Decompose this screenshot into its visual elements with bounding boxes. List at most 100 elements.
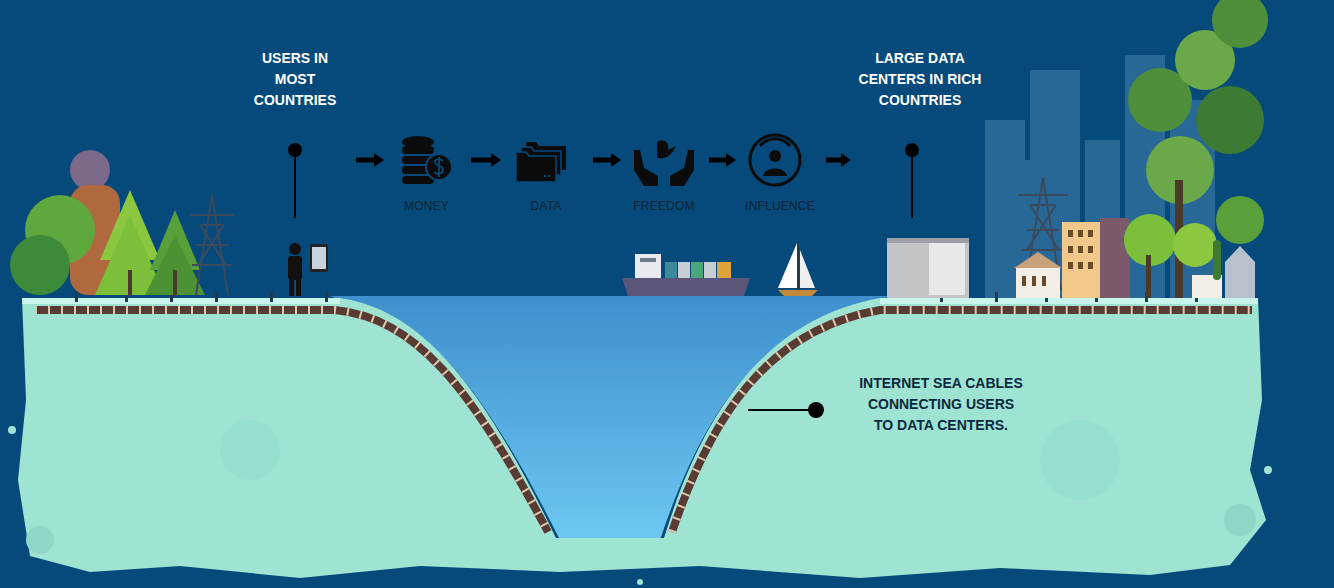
houses-part-part — [1022, 276, 1026, 286]
right-trees-part — [1212, 0, 1268, 48]
freedom-icon-part — [670, 150, 694, 186]
right-trees-part — [1196, 86, 1264, 154]
power-pylon-part — [190, 214, 234, 216]
houses-part — [1014, 252, 1062, 268]
flow-step: DATA — [505, 128, 587, 214]
houses-part-part — [1078, 230, 1083, 237]
freedom-icon-part — [657, 141, 676, 159]
left-trees-part — [173, 270, 177, 296]
right-trees-part — [1173, 223, 1217, 267]
freedom-icon-part — [634, 150, 658, 186]
container-ship-part — [640, 258, 656, 262]
user-figure-part — [310, 244, 328, 272]
money-icon-part — [434, 157, 443, 177]
user-pin-part — [294, 150, 296, 218]
step-label: MONEY — [404, 199, 449, 214]
data-center-building-part — [887, 238, 969, 298]
sea-cable-part — [35, 310, 548, 532]
container-ship-part — [635, 254, 661, 278]
houses-part-part — [1042, 276, 1046, 286]
region-callout: USERS IN MOST COUNTRIES — [240, 48, 350, 164]
container-ship-part — [665, 262, 677, 278]
container-ship-part — [704, 262, 716, 278]
ground-part — [220, 420, 280, 480]
flow-step: MONEY — [388, 128, 465, 214]
left-trees-part — [10, 235, 70, 295]
ground — [8, 298, 1272, 585]
houses-part-part — [1068, 262, 1073, 269]
influence-icon-part — [769, 150, 781, 162]
influence-icon-part — [763, 169, 787, 177]
ground-part — [18, 298, 1266, 578]
houses-part — [1062, 222, 1102, 298]
houses-part — [1100, 218, 1130, 298]
callout-text: USERS IN MOST COUNTRIES — [247, 48, 343, 111]
houses-part — [1022, 276, 1046, 286]
flow-arrow — [709, 153, 736, 167]
right-trees-part — [1146, 255, 1151, 298]
flow-arrow — [593, 153, 621, 167]
sailboat-part — [778, 290, 818, 296]
ground-posts-part — [995, 292, 998, 302]
sailboat-part — [797, 242, 799, 291]
flow-step: FREEDOM — [625, 128, 703, 214]
houses-part-part — [1088, 262, 1093, 269]
step-label: INFLUENCE — [745, 199, 815, 214]
influence-icon — [750, 135, 800, 185]
ground-part — [22, 298, 340, 304]
data-center-pin — [905, 143, 919, 218]
data-center-building-part — [929, 243, 965, 295]
ground-posts-part — [325, 292, 328, 302]
container-ship-part — [622, 278, 750, 296]
left-trees-part — [70, 150, 110, 190]
data-icon-part — [516, 152, 556, 182]
left-trees-part — [128, 270, 132, 296]
ground-posts-part — [215, 292, 218, 302]
city-skyline — [985, 55, 1215, 300]
sailboat — [778, 242, 818, 296]
sea-cable-part — [672, 310, 1252, 532]
right-trees-part — [1216, 196, 1264, 244]
right-trees-part — [1213, 240, 1221, 280]
ground-posts-part — [75, 292, 78, 302]
region-callout: LARGE DATA CENTERS IN RICH COUNTRIES — [855, 48, 985, 164]
user-pin-part — [288, 143, 302, 157]
user-figure-part — [312, 247, 326, 269]
flow-arrow — [356, 153, 384, 167]
container-ship-part — [717, 262, 731, 278]
right-trees — [1124, 0, 1268, 298]
callout-text: LARGE DATA CENTERS IN RICH COUNTRIES — [855, 48, 985, 111]
freedom-icon — [634, 141, 694, 186]
influence-icon-part — [760, 139, 790, 146]
power-pylon — [190, 195, 234, 295]
cable-callout-part — [808, 402, 824, 418]
step-label: DATA — [530, 199, 561, 214]
cable-callout-part — [748, 409, 810, 411]
houses-part-part — [1032, 276, 1036, 286]
flow-arrow — [471, 153, 501, 167]
data-center-pin-part — [905, 143, 919, 157]
user-figure-part — [289, 243, 301, 255]
sailboat-part — [778, 243, 797, 288]
ground-part — [637, 579, 643, 585]
money-icon-part — [426, 154, 452, 180]
houses-part — [1225, 246, 1255, 298]
user-figure-part — [289, 278, 294, 296]
cable-callout — [748, 402, 824, 418]
money-icon-part — [402, 176, 434, 184]
ground-posts-part — [270, 292, 273, 302]
sailboat-part — [800, 250, 815, 288]
data-icon — [516, 142, 566, 182]
houses-part-part — [1068, 246, 1073, 253]
left-trees — [10, 150, 205, 296]
ground-part — [1264, 466, 1272, 474]
data-center-building-part — [887, 238, 969, 243]
ground-part — [1040, 420, 1120, 500]
power-pylon-part — [192, 195, 232, 295]
user-figure-part — [296, 278, 301, 296]
flow-arrow — [826, 153, 851, 167]
